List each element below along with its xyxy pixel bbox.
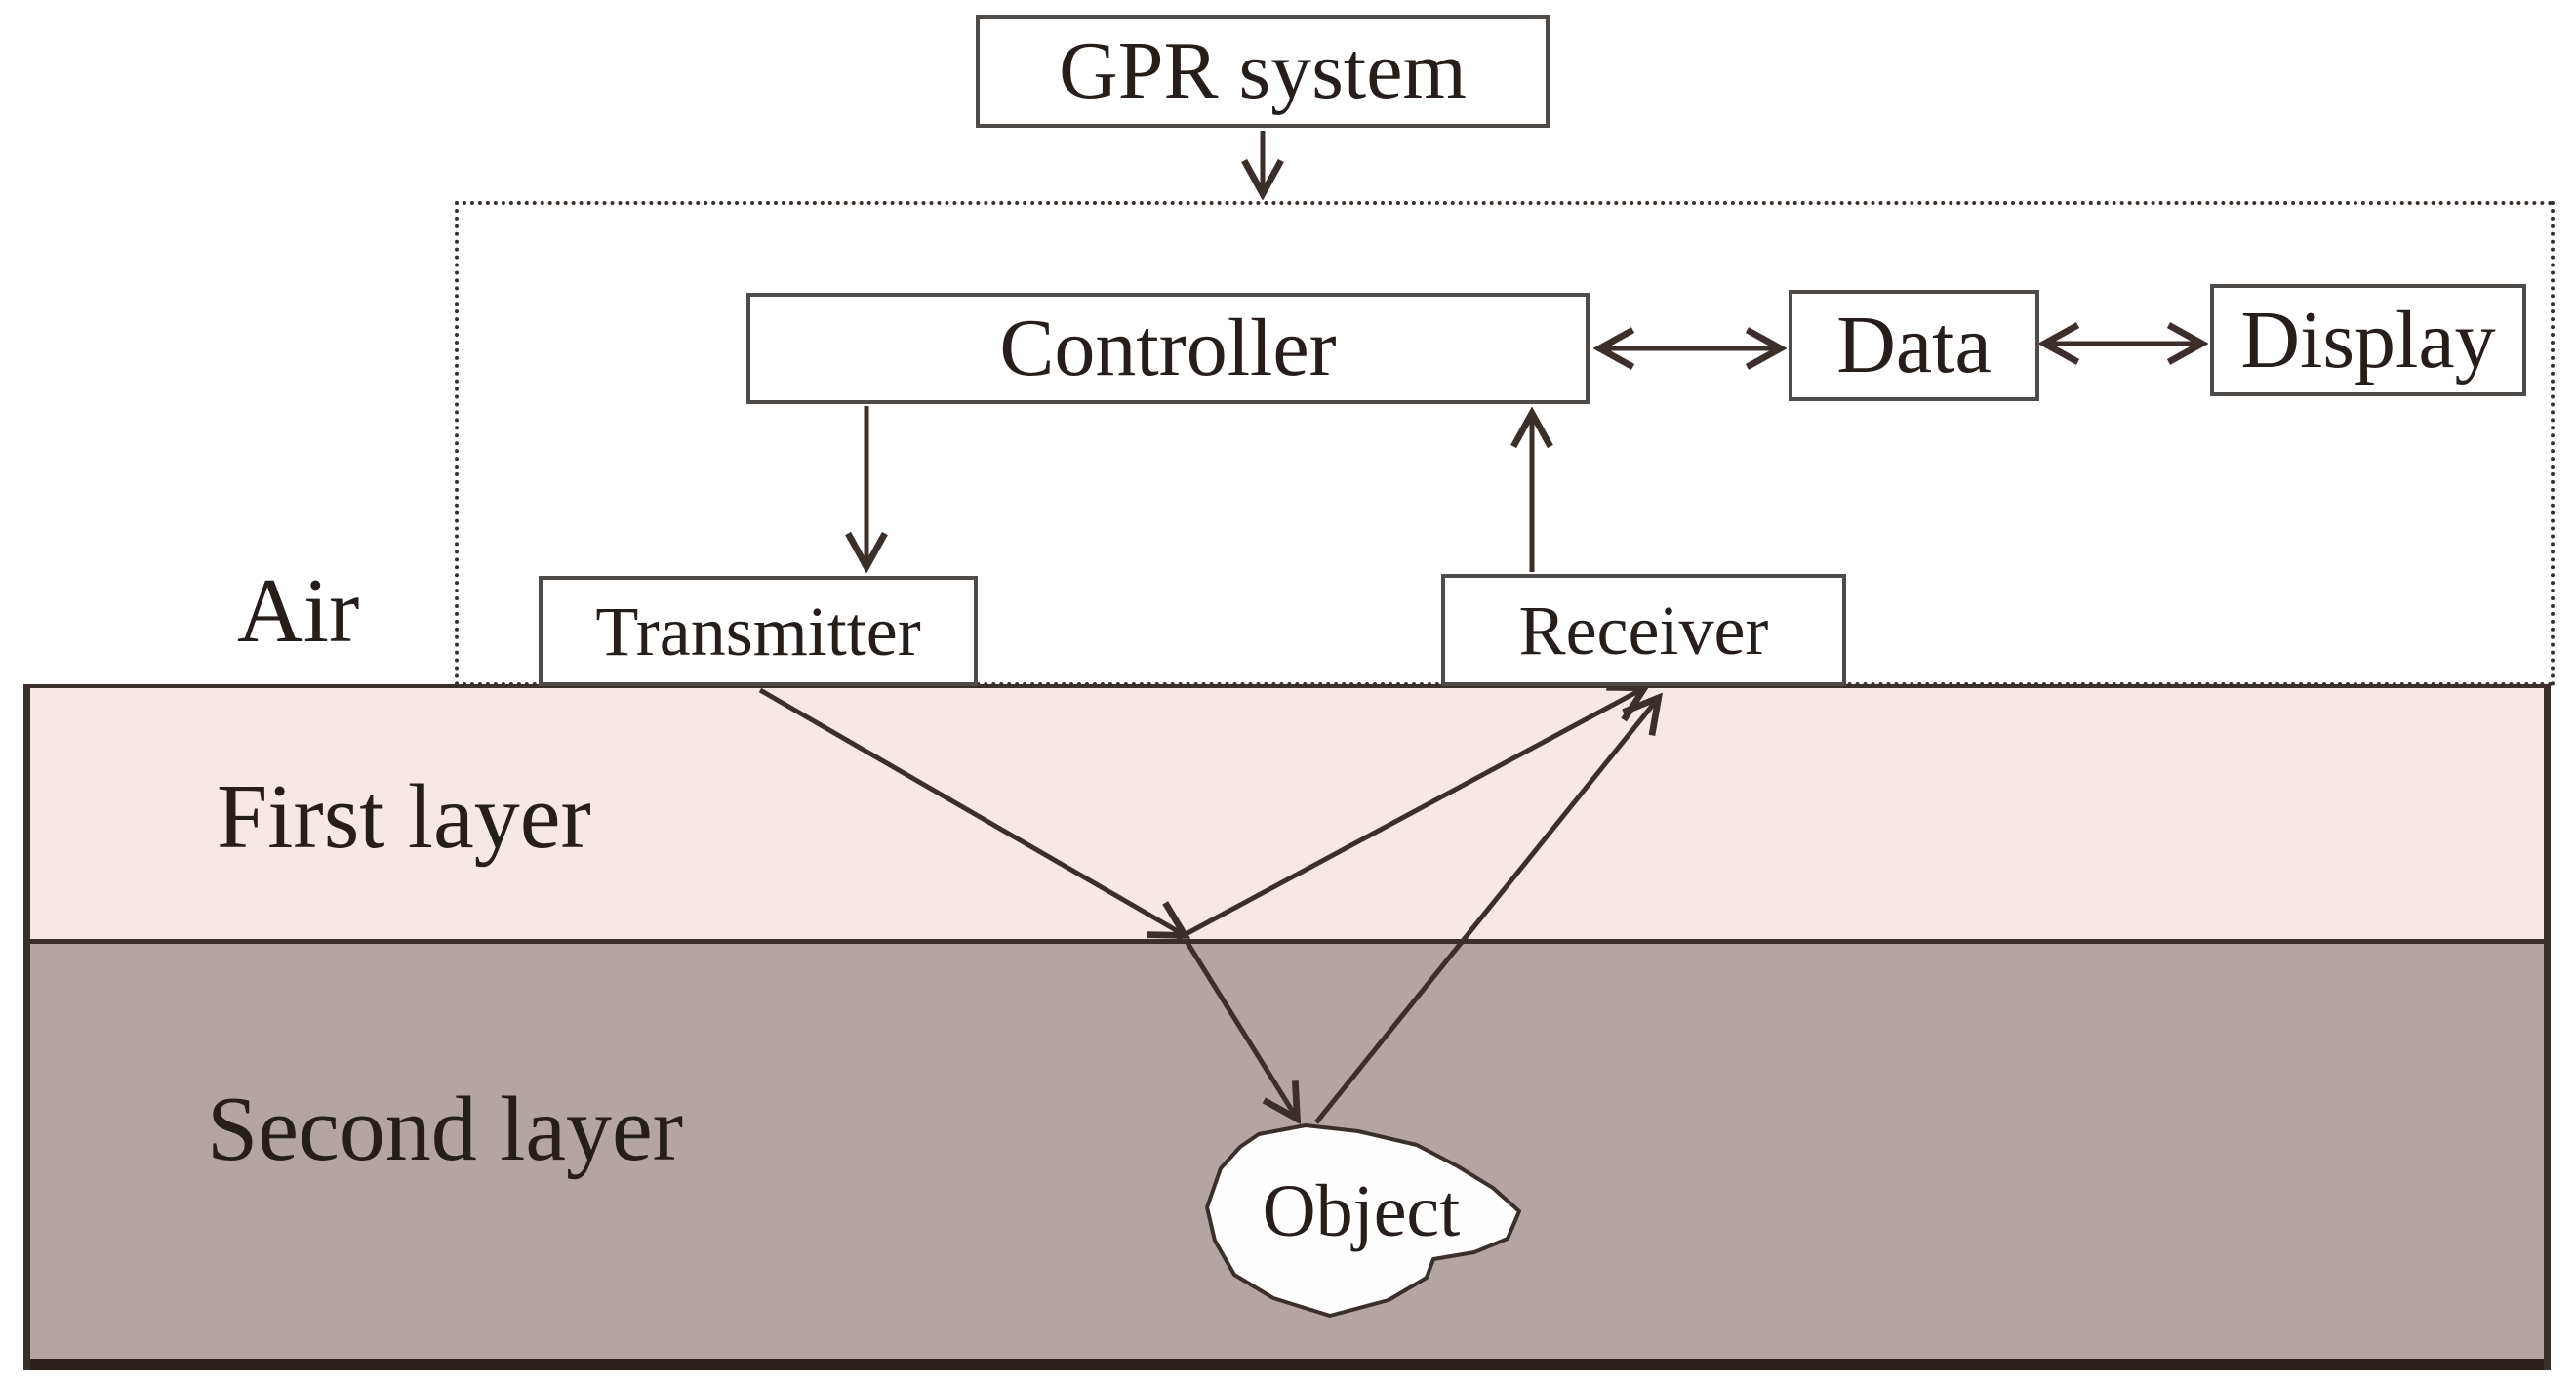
transmitter-label: Transmitter bbox=[595, 591, 921, 671]
controller-box: Controller bbox=[746, 293, 1590, 404]
object-label: Object bbox=[1262, 1170, 1461, 1252]
display-box: Display bbox=[2210, 284, 2526, 396]
data-label: Data bbox=[1836, 300, 1992, 390]
first-layer-label: First layer bbox=[217, 766, 591, 868]
gpr-system-label: GPR system bbox=[1059, 25, 1467, 116]
gpr-system-box: GPR system bbox=[976, 15, 1550, 128]
ground-bottom-edge bbox=[30, 1359, 2544, 1370]
receiver-box: Receiver bbox=[1441, 574, 1846, 686]
display-label: Display bbox=[2240, 294, 2496, 386]
data-box: Data bbox=[1789, 290, 2039, 401]
receiver-label: Receiver bbox=[1518, 591, 1769, 670]
second-layer-label: Second layer bbox=[207, 1079, 684, 1180]
air-label: Air bbox=[237, 560, 360, 662]
controller-label: Controller bbox=[999, 303, 1337, 393]
transmitter-box: Transmitter bbox=[539, 576, 978, 686]
